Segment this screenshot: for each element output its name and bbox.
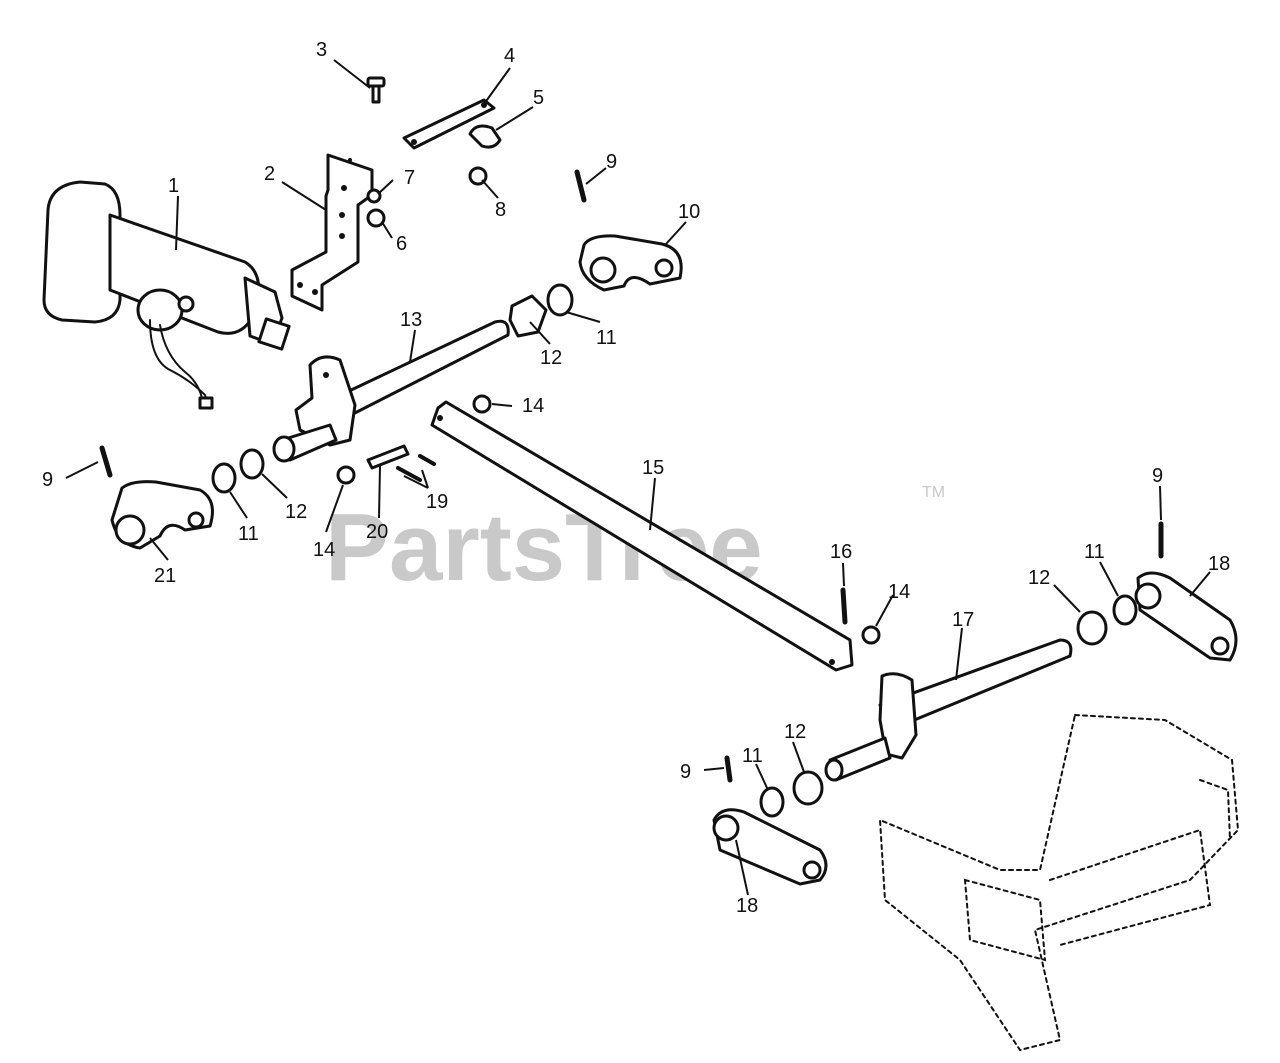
part-2-bracket[interactable] xyxy=(290,153,374,312)
part-12-bushing-left[interactable] xyxy=(239,448,265,480)
callout-12-right: 12 xyxy=(1028,567,1050,589)
part-14-nut-a[interactable] xyxy=(472,394,492,414)
callout-9-bottom: 9 xyxy=(680,761,691,783)
callout-4: 4 xyxy=(504,45,515,67)
part-10-arm[interactable] xyxy=(578,234,683,292)
frame-reference xyxy=(878,713,1240,1052)
part-12-bushing-bottom[interactable] xyxy=(792,770,824,806)
part-14-nut-c[interactable] xyxy=(861,625,881,645)
part-9-pin-left[interactable] xyxy=(99,445,113,478)
part-11-washer-left[interactable] xyxy=(211,462,237,494)
part-11-washer-bottom[interactable] xyxy=(759,786,785,818)
callout-5: 5 xyxy=(533,87,544,109)
part-7-washer[interactable] xyxy=(366,188,382,204)
part-17-shaft[interactable] xyxy=(824,638,1073,782)
callout-15: 15 xyxy=(642,457,664,479)
part-5-clip[interactable] xyxy=(468,124,502,149)
callout-12-left: 12 xyxy=(285,501,307,523)
watermark-trademark: TM xyxy=(922,484,945,501)
part-11-washer-right[interactable] xyxy=(1112,594,1138,626)
callout-17: 17 xyxy=(952,609,974,631)
callout-11-upper: 11 xyxy=(596,327,617,349)
callout-9-right: 9 xyxy=(1152,465,1163,487)
part-16-pin[interactable] xyxy=(840,587,848,625)
leader-lines xyxy=(65,59,1211,896)
callout-1: 1 xyxy=(168,175,179,197)
callout-14-b: 14 xyxy=(313,539,335,561)
part-21-lever[interactable] xyxy=(110,480,214,550)
part-14-nut-b[interactable] xyxy=(336,465,356,485)
callout-3: 3 xyxy=(316,39,327,61)
callout-14-c: 14 xyxy=(888,581,910,603)
part-13-shaft[interactable] xyxy=(272,319,510,463)
callouts: 1 2 3 4 5 6 7 8 9 10 13 12 11 14 9 11 12… xyxy=(42,39,1230,917)
callout-21: 21 xyxy=(154,565,176,587)
callout-9-left: 9 xyxy=(42,469,53,491)
callout-11-right: 11 xyxy=(1084,541,1105,563)
callout-6: 6 xyxy=(396,233,407,255)
part-12-bushing-upper[interactable] xyxy=(508,294,548,338)
callout-20: 20 xyxy=(366,521,388,543)
callout-18-bottom: 18 xyxy=(736,895,758,917)
part-18-plate-right[interactable] xyxy=(1134,571,1238,662)
callout-12-upper: 12 xyxy=(540,347,562,369)
callout-11-left: 11 xyxy=(238,523,259,545)
callout-8: 8 xyxy=(495,199,506,221)
callout-10: 10 xyxy=(678,201,700,223)
part-4-plate[interactable] xyxy=(402,98,496,150)
part-11-washer-upper[interactable] xyxy=(546,283,574,317)
callout-2: 2 xyxy=(264,163,275,185)
part-19-pins[interactable] xyxy=(396,454,436,482)
part-12-bushing-right[interactable] xyxy=(1076,610,1108,646)
callout-11-bottom: 11 xyxy=(742,745,763,767)
callout-7: 7 xyxy=(404,167,415,189)
callout-14-a: 14 xyxy=(522,395,544,417)
callout-12-bottom: 12 xyxy=(784,721,806,743)
callout-16: 16 xyxy=(830,541,852,563)
part-3-bolt[interactable] xyxy=(366,76,386,104)
callout-19: 19 xyxy=(426,491,448,513)
part-15-link[interactable] xyxy=(430,400,854,672)
part-9-pin-bottom[interactable] xyxy=(724,755,733,783)
callout-13: 13 xyxy=(400,309,422,331)
part-9-pin-top[interactable] xyxy=(574,169,587,203)
part-1-motor[interactable] xyxy=(42,180,291,410)
part-20-pin[interactable] xyxy=(366,444,410,470)
part-6-nut[interactable] xyxy=(366,208,386,228)
callout-9-top: 9 xyxy=(606,151,617,173)
part-18-plate-bottom[interactable] xyxy=(712,808,828,886)
callout-18-right: 18 xyxy=(1208,553,1230,575)
